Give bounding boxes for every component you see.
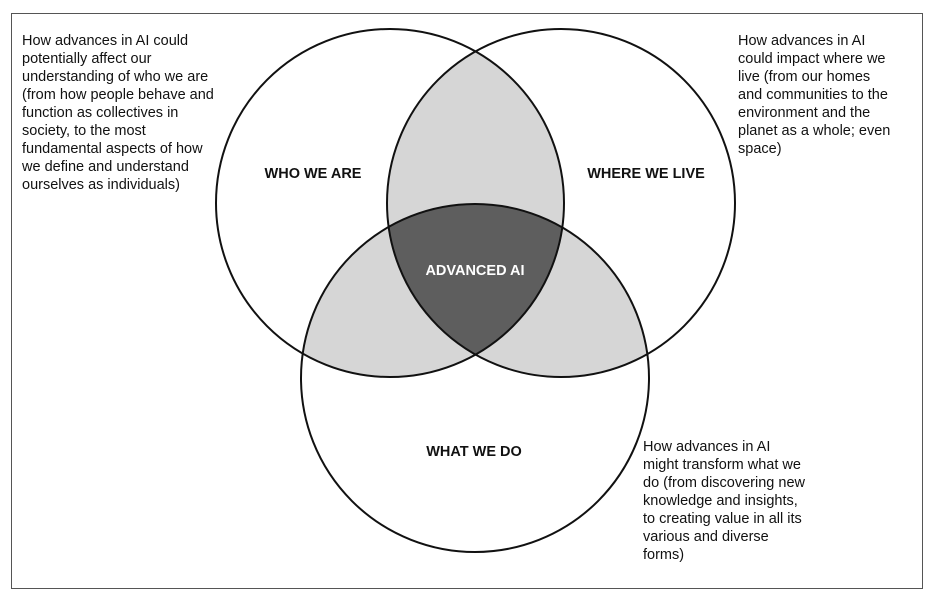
description-who-we-are: How advances in AI could potentially aff… <box>22 33 214 193</box>
circle-where-we-live <box>386 28 736 378</box>
diagram-frame <box>11 13 923 589</box>
description-what-we-do: How advances in AI might transform what … <box>643 439 805 563</box>
circle-what-we-do <box>300 203 650 553</box>
label-what-we-do: WHAT WE DO <box>426 444 522 460</box>
label-who-we-are: WHO WE ARE <box>265 166 362 182</box>
description-where-we-live: How advances in AI could impact where we… <box>738 33 891 157</box>
circle-who-we-are <box>215 28 565 378</box>
label-where-we-live: WHERE WE LIVE <box>587 166 705 182</box>
label-advanced-ai: ADVANCED AI <box>425 263 524 279</box>
